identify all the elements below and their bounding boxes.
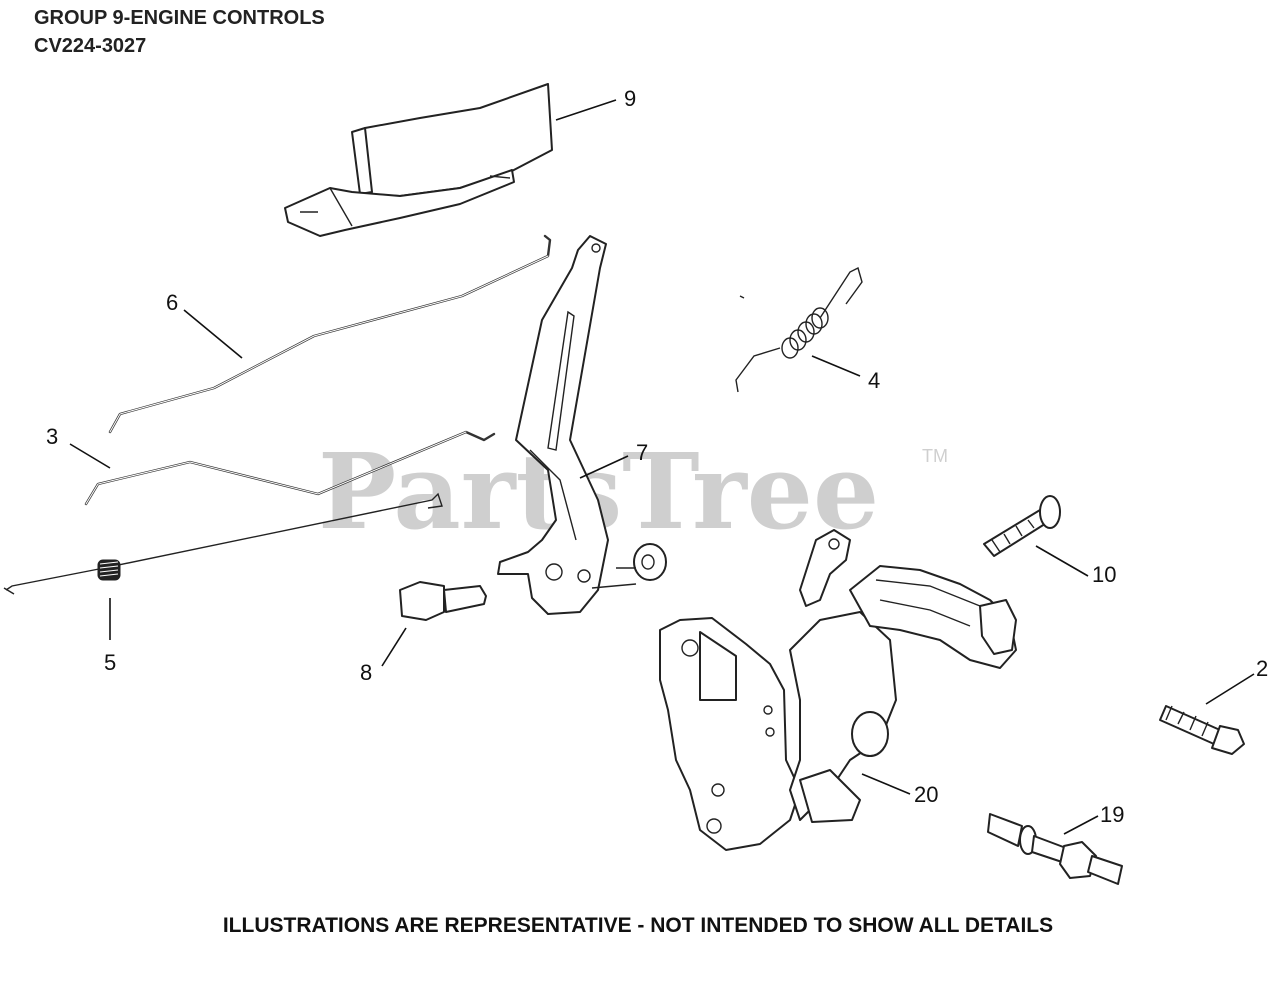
leader-9 xyxy=(555,99,617,121)
leader-7 xyxy=(579,455,629,479)
callout-3[interactable]: 3 xyxy=(46,424,58,449)
callout-6[interactable]: 6 xyxy=(166,290,178,315)
callout-9[interactable]: 9 xyxy=(624,86,636,111)
part-19-stud[interactable] xyxy=(987,813,1123,885)
part-5-spring[interactable] xyxy=(3,492,443,595)
callout-5[interactable]: 5 xyxy=(104,650,116,675)
callout-19[interactable]: 19 xyxy=(1100,802,1124,827)
watermark: PartsTree TM xyxy=(318,430,948,553)
part-6-rod[interactable] xyxy=(108,234,552,434)
callouts: 9 6 4 3 7 10 5 8 2 20 19 xyxy=(46,86,1268,827)
part-8-knob[interactable] xyxy=(399,581,487,621)
leader-3 xyxy=(69,443,111,469)
leader-8 xyxy=(381,627,407,667)
callout-7[interactable]: 7 xyxy=(636,440,648,465)
model-number: CV224-3027 xyxy=(34,35,147,57)
leader-20 xyxy=(861,773,911,795)
part-2-screw[interactable] xyxy=(1159,705,1245,755)
leader-2 xyxy=(1205,673,1255,705)
part-3-rod[interactable] xyxy=(84,430,496,506)
leader-10 xyxy=(1035,545,1089,577)
leader-6 xyxy=(183,309,243,359)
part-4-spring[interactable] xyxy=(735,266,863,393)
watermark-trademark: TM xyxy=(922,446,948,466)
callout-2[interactable]: 2 xyxy=(1256,656,1268,681)
callout-10[interactable]: 10 xyxy=(1092,562,1116,587)
part-9-shield[interactable] xyxy=(284,83,553,237)
part-7-lever[interactable] xyxy=(497,235,609,615)
callout-20[interactable]: 20 xyxy=(914,782,938,807)
disclaimer-note: ILLUSTRATIONS ARE REPRESENTATIVE - NOT I… xyxy=(222,914,1054,937)
leader-lines xyxy=(69,99,1255,835)
part-20-control-bracket[interactable] xyxy=(659,529,1017,851)
washer[interactable] xyxy=(591,543,667,589)
callout-8[interactable]: 8 xyxy=(360,660,372,685)
page-title: GROUP 9-ENGINE CONTROLS xyxy=(34,7,325,29)
callout-4[interactable]: 4 xyxy=(868,368,880,393)
part-10-screw[interactable] xyxy=(983,495,1061,557)
leader-4 xyxy=(811,355,861,377)
leader-19 xyxy=(1063,815,1099,835)
